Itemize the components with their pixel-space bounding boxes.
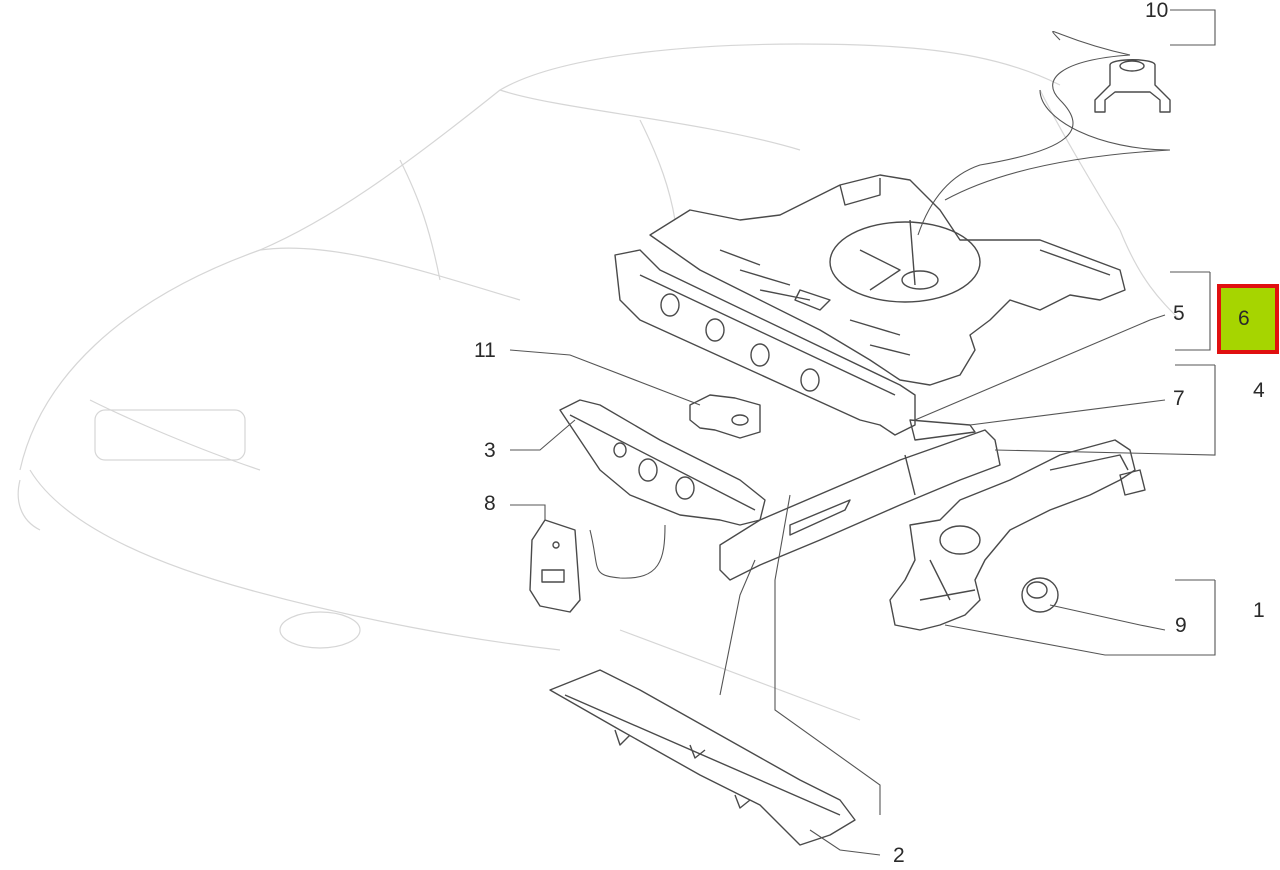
callout-8: 8 (484, 492, 496, 515)
callout-11: 11 (474, 339, 496, 362)
part-8-reinforcement (529, 519, 581, 613)
callout-10: 10 (1145, 0, 1168, 22)
part-9-bushing (1021, 577, 1059, 613)
callout-2: 2 (893, 844, 905, 867)
callout-6-highlight (1217, 284, 1279, 354)
part-10-bracket (1094, 59, 1171, 113)
part-7-longitudinal-rail (719, 419, 1001, 581)
callout-1: 1 (1253, 599, 1265, 622)
callout-9: 9 (1175, 614, 1187, 637)
leader-lines (509, 9, 1216, 856)
callout-7: 7 (1173, 387, 1185, 410)
car-silhouette (17, 43, 1181, 721)
callout-3: 3 (484, 439, 496, 462)
callout-5: 5 (1173, 302, 1185, 325)
part-3-front-crossmember (559, 399, 766, 526)
callout-4: 4 (1253, 379, 1265, 402)
part-6-rear-floor (649, 174, 1126, 386)
part-5-rear-crossmember (614, 249, 916, 436)
part-1-side-member-assembly (889, 439, 1146, 631)
part-11-bracket (689, 394, 761, 439)
callout-6: 6 (1238, 307, 1250, 330)
part-2-floor-channel (549, 669, 856, 846)
callout-labels: 10 5 6 7 4 11 3 8 9 1 2 (474, 0, 1279, 867)
